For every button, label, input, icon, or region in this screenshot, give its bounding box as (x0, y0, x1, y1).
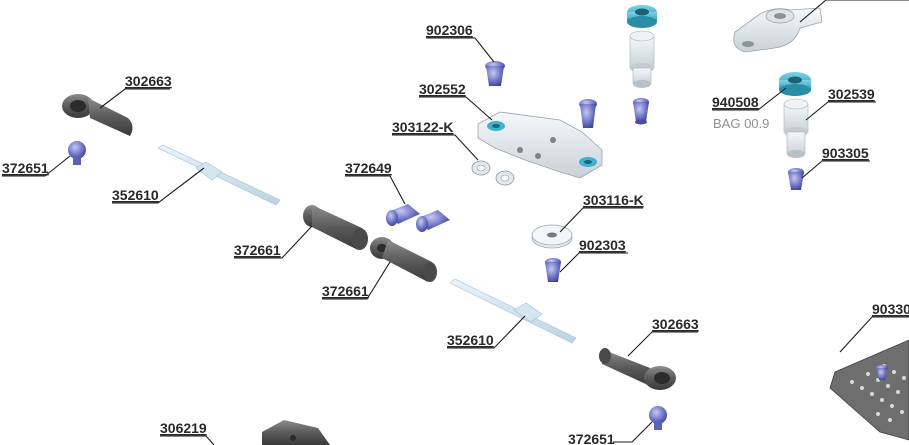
label-303122k: 303122-K (392, 119, 454, 135)
turnbuckle-352610-upper (157, 144, 281, 206)
label-302539: 302539 (828, 86, 875, 102)
label-372649: 372649 (345, 160, 392, 176)
washers-303122k (471, 160, 515, 186)
leader-940508 (712, 87, 787, 111)
label-903305: 903305 (822, 145, 869, 161)
label-372651-a: 372651 (2, 160, 49, 176)
leader-372649 (345, 175, 406, 205)
leader-903305 (801, 160, 870, 179)
leader-372661-b (322, 261, 391, 300)
label-940508: 940508 (712, 94, 759, 110)
label-302552: 302552 (419, 81, 466, 97)
leader-372661-a (234, 225, 313, 259)
leader-302539 (805, 101, 876, 121)
leader-372651-b (613, 421, 653, 443)
leader-302663-a (99, 88, 170, 109)
label-306219: 306219 (160, 420, 207, 436)
post-302539 (783, 98, 809, 158)
label-372661-b: 372661 (322, 283, 369, 299)
screws-372649 (386, 204, 450, 232)
turnbuckle-352610-lower (449, 278, 577, 344)
part-306219-partial (262, 420, 330, 445)
bushing-stack-part (627, 5, 657, 125)
leader-306219 (160, 435, 215, 445)
label-303116k: 303116-K (583, 192, 644, 208)
label-302663-b: 302663 (652, 316, 699, 332)
screw-903305 (788, 168, 804, 190)
leader-servo-arm (799, 0, 909, 23)
label-902303: 902303 (579, 237, 626, 253)
steering-plate-302552 (477, 111, 603, 179)
label-352610-b: 352610 (447, 332, 494, 348)
label-302663-a: 302663 (125, 73, 172, 89)
label-372661-a: 372661 (234, 242, 281, 258)
label-90330: 90330 (872, 301, 909, 317)
label-902306: 902306 (426, 22, 473, 38)
leader-90330 (839, 316, 909, 353)
label-372651-b: 372651 (568, 431, 615, 445)
leader-372651-a (2, 155, 71, 177)
ball-end-302663-left (62, 94, 133, 136)
ball-372651-left (68, 141, 86, 165)
label-352610-a: 352610 (112, 187, 159, 203)
bushing-940508 (779, 72, 811, 96)
servo-arm-part (733, 7, 823, 53)
leader-352610-b (447, 315, 526, 349)
leader-303116k (559, 207, 643, 233)
washer-303116k (531, 224, 573, 249)
leader-352610-a (112, 167, 205, 204)
ball-372651-right (649, 406, 667, 430)
leader-302663-b (627, 331, 698, 357)
leader-902303 (559, 252, 628, 273)
carbon-plate-partial (829, 339, 909, 441)
rod-end-372661-lower (370, 237, 437, 282)
bag-note: BAG 00.9 (713, 116, 769, 131)
leader-902306 (426, 37, 495, 63)
screw-902306 (485, 61, 505, 86)
leader-303122k (392, 134, 479, 161)
rod-end-372661-upper (303, 205, 368, 250)
screw-small-top (579, 99, 597, 128)
ball-end-302663-right (599, 348, 676, 390)
screw-902303 (545, 258, 561, 282)
leader-302552 (419, 96, 493, 121)
